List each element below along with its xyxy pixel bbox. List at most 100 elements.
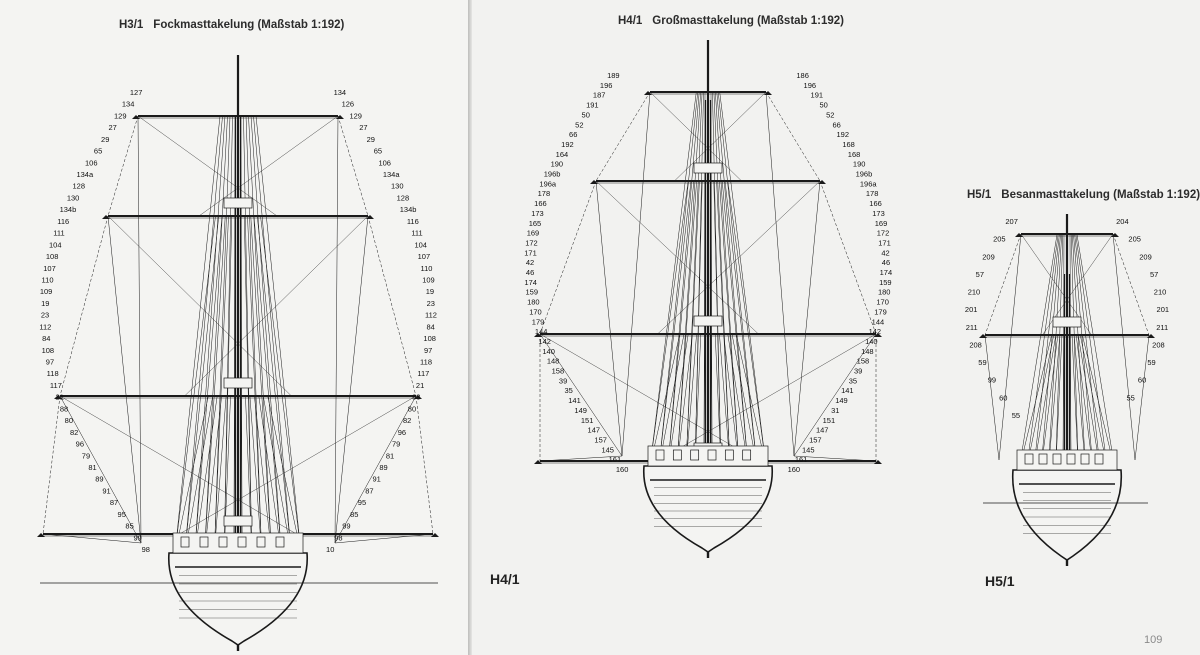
reference-label: 87 [365, 486, 373, 495]
main-drawing-caption: H4/1 [490, 571, 520, 587]
reference-label: 126 [342, 100, 355, 109]
reference-label: 98 [142, 545, 150, 554]
rigging-line [334, 395, 417, 544]
rigging-line [1074, 233, 1101, 471]
reference-label: 140 [865, 337, 878, 346]
reference-label: 129 [349, 111, 362, 120]
gunport [690, 449, 700, 461]
reference-label: 117 [50, 381, 62, 390]
reference-label: 144 [535, 327, 548, 336]
rigging-line [1071, 334, 1079, 471]
reference-label: 85 [350, 510, 358, 519]
rigging-line [765, 91, 821, 182]
rigging-line [658, 333, 685, 467]
mast-top [693, 315, 723, 327]
reference-label: 180 [527, 298, 540, 307]
reference-label: 142 [538, 337, 551, 346]
reference-label: 166 [534, 199, 547, 208]
reference-label: 39 [559, 376, 567, 385]
mast-top [223, 515, 253, 527]
reference-label: 55 [1127, 393, 1135, 402]
gunport [724, 449, 734, 461]
rigging-line [676, 333, 693, 467]
reference-label: 21 [56, 393, 64, 402]
rigging-line [415, 395, 434, 535]
rigging-line [731, 333, 758, 467]
reference-label: 172 [877, 229, 890, 238]
hull [168, 552, 308, 646]
reference-label: 192 [837, 130, 850, 139]
rigging-line [214, 115, 231, 554]
rigging-line [676, 180, 697, 467]
yard-arm-tip [534, 460, 542, 464]
gunport [1094, 453, 1104, 465]
rigging-line [719, 91, 767, 467]
rigging-line [198, 115, 339, 217]
reference-label: 128 [72, 182, 85, 191]
reference-label: 190 [853, 160, 866, 169]
reference-label: 186 [796, 71, 809, 80]
reference-label: 129 [114, 111, 127, 120]
reference-label: 80 [408, 404, 416, 413]
gunport [1066, 453, 1076, 465]
rigging-line [250, 215, 272, 554]
mizzen-drawing-caption: H5/1 [985, 573, 1015, 589]
reference-label: 187 [593, 91, 606, 100]
rigging-line [1033, 334, 1057, 471]
reference-label: 108 [46, 252, 59, 261]
rigging-line [1082, 334, 1116, 471]
reference-label: 66 [832, 120, 840, 129]
reference-label: 82 [70, 428, 78, 437]
reference-label: 112 [425, 311, 437, 320]
rigging-line [137, 115, 142, 544]
reference-label: 110 [42, 275, 54, 284]
reference-label: 172 [525, 238, 538, 247]
rigging-line [595, 180, 759, 335]
reference-label: 211 [966, 323, 978, 332]
rigging-line [223, 395, 231, 554]
rigging-line [59, 215, 109, 397]
reference-label: 134 [334, 88, 347, 97]
reference-label: 128 [397, 193, 410, 202]
reference-label: 118 [47, 369, 59, 378]
reference-label: 208 [1152, 340, 1165, 349]
reference-label: 204 [1116, 217, 1129, 226]
reference-label: 196b [856, 170, 873, 179]
rigging-line [204, 395, 222, 554]
page-number: 109 [1144, 634, 1163, 646]
reference-label: 104 [414, 240, 427, 249]
rigging-line [658, 91, 698, 467]
reference-label: 174 [524, 278, 537, 287]
rigging-line [137, 115, 278, 217]
reference-label: 88 [60, 404, 68, 413]
rigging-line [174, 215, 216, 554]
reference-label: 23 [41, 311, 49, 320]
rigging-line [334, 215, 369, 544]
rigging-line [1112, 233, 1150, 336]
rigging-line [1077, 334, 1101, 471]
left-drawing-code: H3/1 [119, 19, 144, 31]
reference-label: 171 [524, 248, 537, 257]
reference-label: 82 [403, 416, 411, 425]
rigging-line [204, 215, 226, 554]
reference-label: 165 [529, 219, 542, 228]
rigging-line [1075, 334, 1094, 471]
rigging-line [263, 395, 292, 554]
reference-label: 189 [607, 71, 620, 80]
reference-label: 209 [982, 252, 995, 261]
rigging-line [179, 395, 417, 535]
reference-label: 59 [978, 358, 986, 367]
rigging-line [984, 334, 1000, 461]
reference-label: 112 [39, 322, 51, 331]
gunport [1080, 453, 1090, 465]
reference-label: 211 [1156, 323, 1168, 332]
reference-label: 166 [869, 199, 882, 208]
rigging-line [204, 115, 228, 554]
reference-label: 50 [819, 101, 827, 110]
yard-arm-tip [874, 460, 882, 464]
reference-label: 57 [976, 270, 984, 279]
reference-label: 158 [552, 367, 565, 376]
gunport [237, 536, 247, 548]
